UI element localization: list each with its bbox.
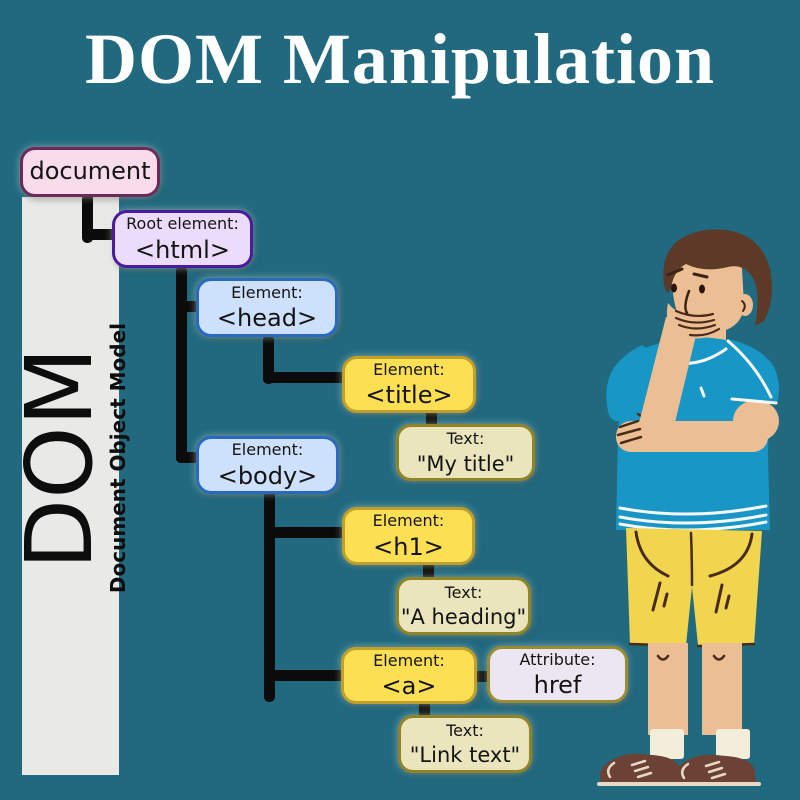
node-title-label: Element:	[373, 359, 445, 379]
edge-html-head	[176, 301, 200, 312]
edge-body-h1	[264, 527, 346, 538]
node-body-value: <body>	[217, 461, 318, 490]
node-body: Element: <body>	[196, 436, 339, 494]
node-html: Root element: <html>	[112, 210, 253, 268]
edge-body-trunk	[264, 491, 275, 702]
edge-h1-text	[423, 560, 434, 582]
edge-head-title	[263, 372, 347, 383]
node-a-heading-label: Text:	[444, 582, 483, 602]
dom-acronym-label: DOM	[5, 347, 113, 570]
node-my-title-value: "My title"	[416, 451, 515, 476]
node-h1-label: Element:	[372, 511, 445, 531]
node-head-label: Element:	[231, 282, 303, 302]
node-document: document	[20, 147, 160, 197]
dom-caption-label: Document Object Model	[105, 323, 130, 594]
man-hair	[663, 229, 772, 326]
edge-document-html-h	[82, 229, 118, 240]
node-href-value: href	[533, 671, 582, 700]
node-document-value: document	[29, 157, 151, 186]
thinking-man-illustration	[597, 229, 779, 786]
node-link-text: Text: "Link text"	[398, 715, 532, 773]
man-nose	[684, 289, 691, 315]
node-my-title: Text: "My title"	[396, 424, 535, 481]
node-html-value: <html>	[135, 235, 230, 264]
man-raised-arm	[638, 317, 698, 435]
node-head: Element: <head>	[196, 278, 338, 337]
node-head-value: <head>	[216, 304, 318, 333]
edge-head-trunk	[263, 335, 274, 384]
node-html-label: Root element:	[126, 214, 239, 234]
node-href: Attribute: href	[487, 646, 628, 703]
man-eyebrows	[666, 267, 684, 277]
node-a-value: <a>	[381, 672, 437, 701]
edge-body-a	[264, 670, 346, 681]
edge-a-text	[419, 700, 430, 719]
man-shorts	[626, 528, 762, 645]
edge-html-trunk	[176, 266, 187, 463]
node-title-value: <title>	[365, 381, 453, 410]
node-h1: Element: <h1>	[342, 507, 475, 565]
man-hand-on-chin	[666, 303, 723, 339]
node-link-text-label: Text:	[446, 720, 484, 740]
man-eyes	[671, 283, 677, 293]
node-link-text-value: "Link text"	[409, 743, 521, 768]
node-a-heading: Text: "A heading"	[396, 577, 531, 635]
node-a-heading-value: "A heading"	[400, 605, 527, 630]
node-href-label: Attribute:	[519, 649, 596, 669]
node-h1-value: <h1>	[373, 532, 444, 561]
edge-document-html	[82, 193, 93, 243]
dom-sidebar: DOM Document Object Model	[6, 197, 130, 775]
node-a-label: Element:	[373, 650, 445, 670]
node-a: Element: <a>	[341, 647, 477, 704]
node-body-label: Element:	[231, 440, 304, 460]
man-legs	[648, 643, 688, 735]
page-title: DOM Manipulation	[84, 19, 716, 99]
edge-a-href	[473, 671, 491, 682]
node-title: Element: <title>	[342, 356, 476, 413]
node-my-title-label: Text:	[446, 429, 485, 449]
edge-html-body	[176, 452, 200, 463]
edge-title-text	[426, 407, 437, 429]
